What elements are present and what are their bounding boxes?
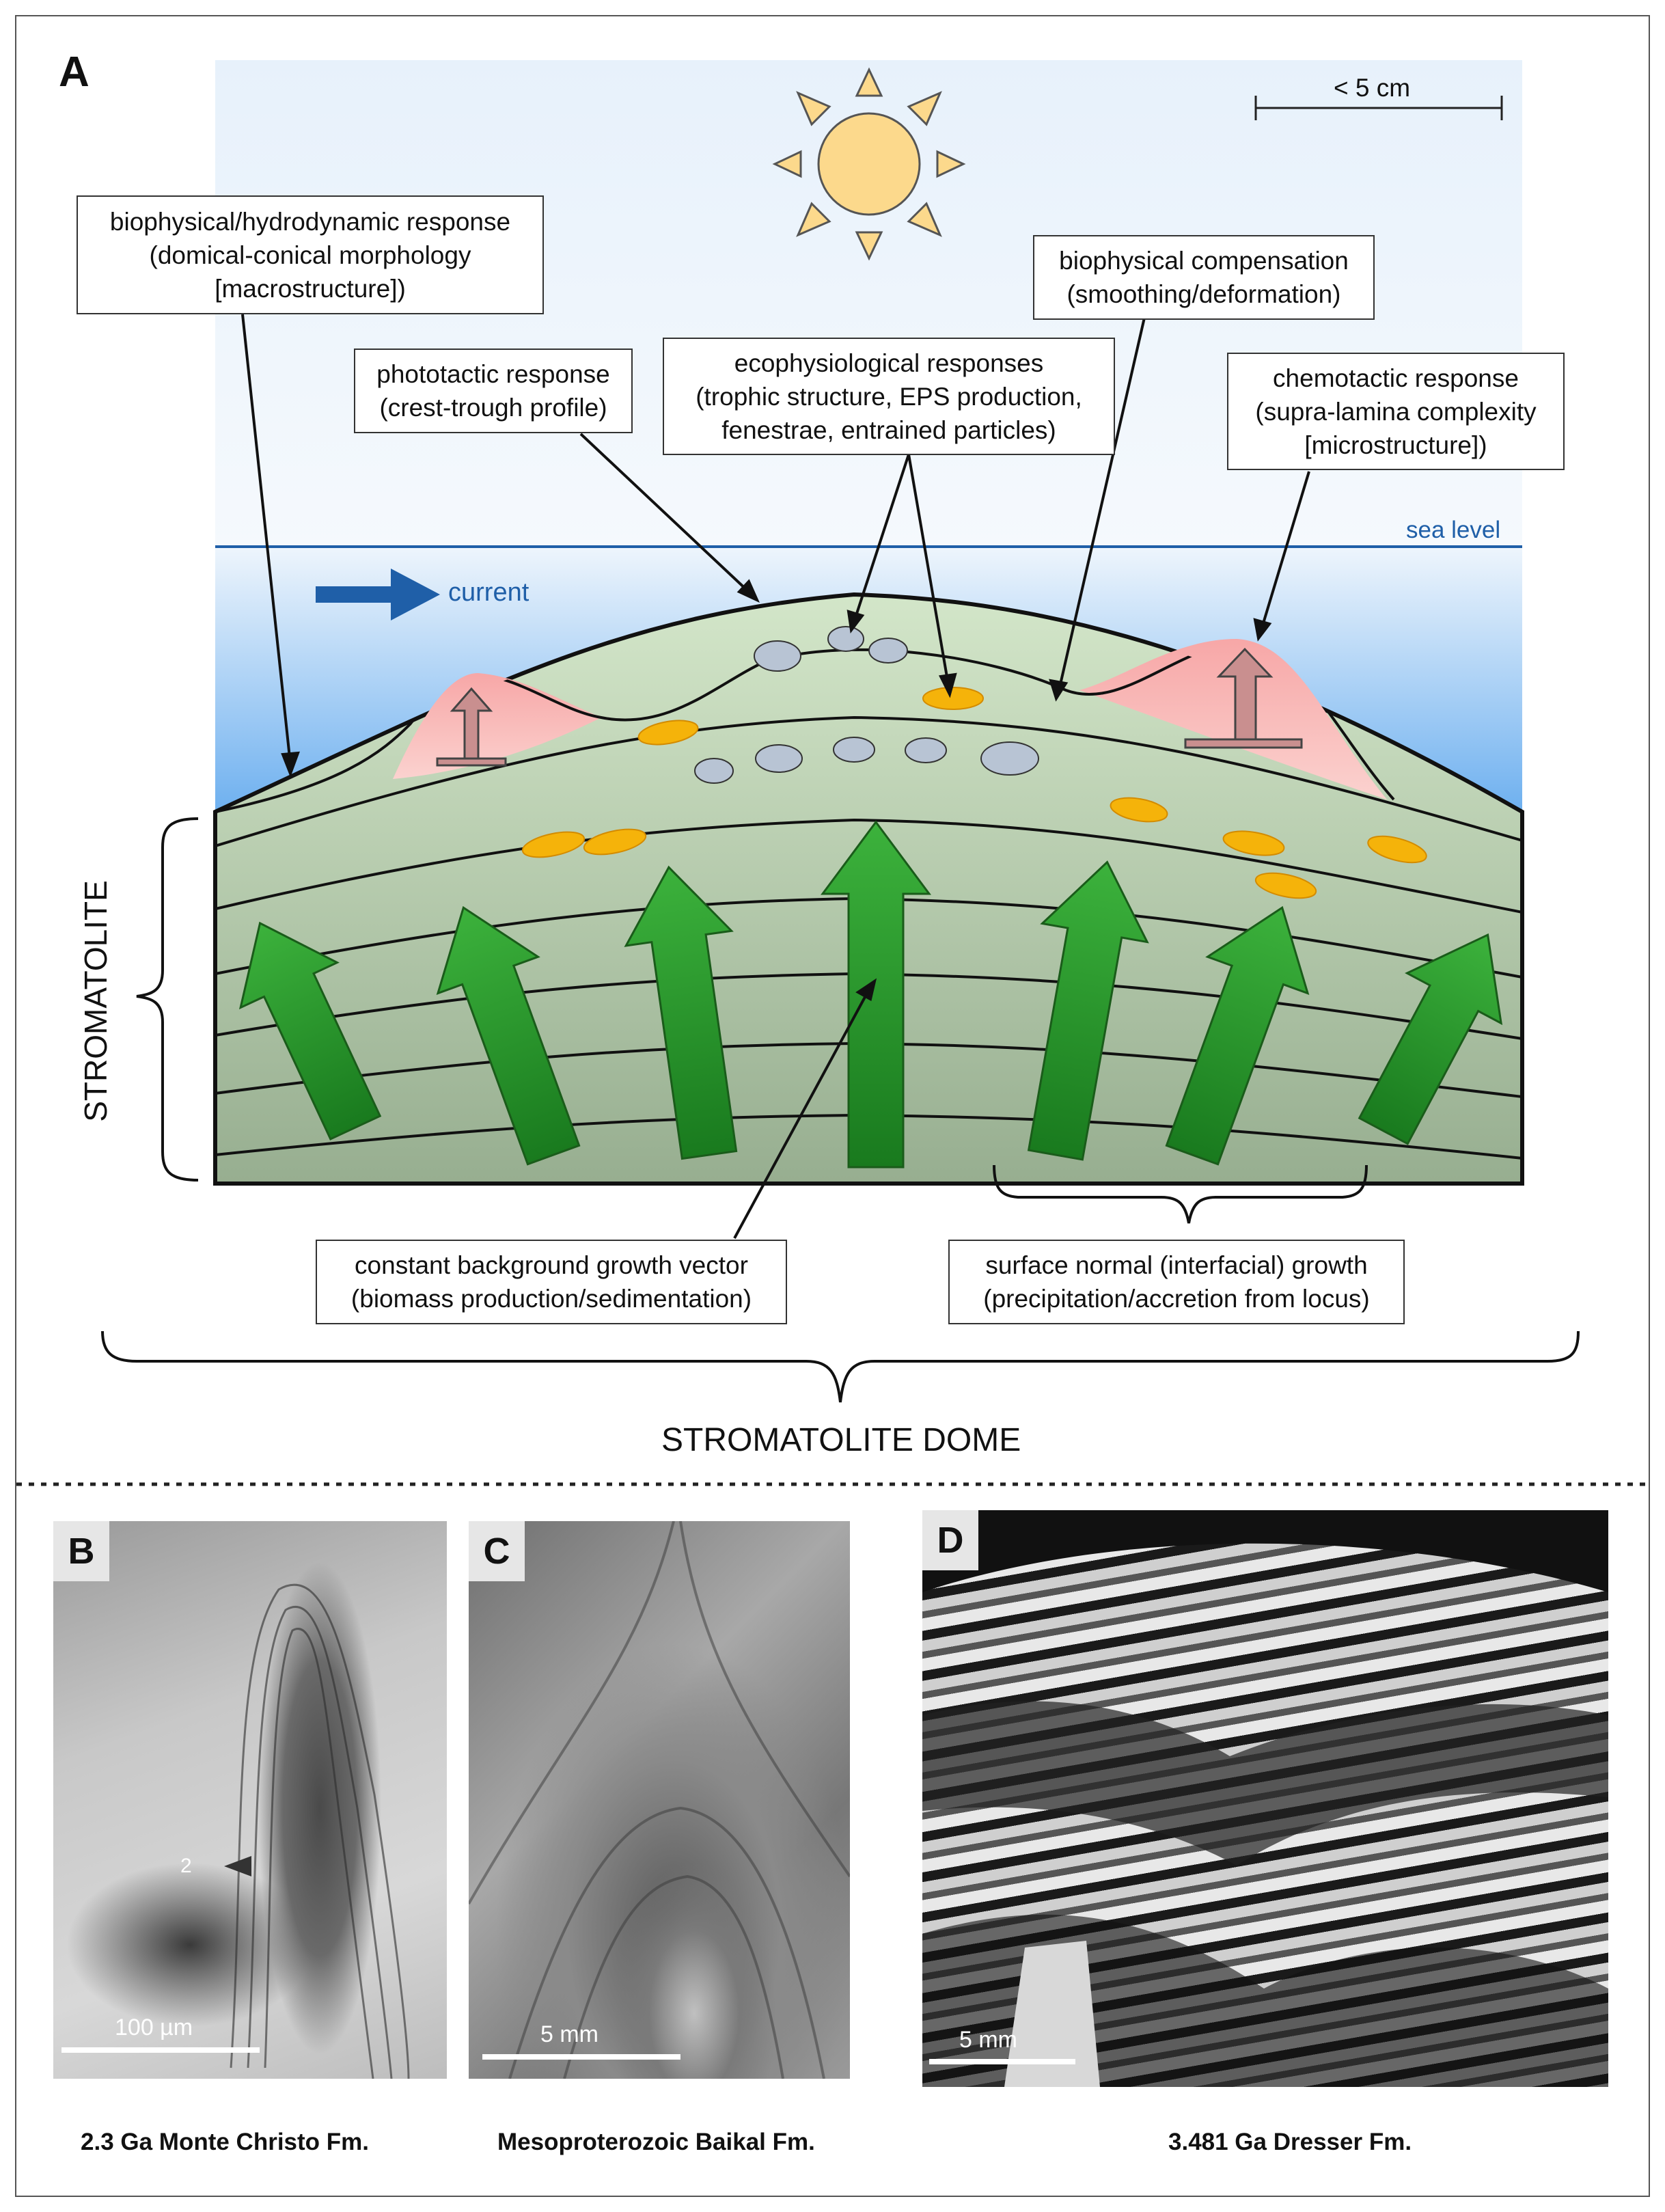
entrained-particles	[521, 687, 1427, 899]
growth-arrow-icon	[436, 905, 581, 1166]
growth-arrow-icon	[1358, 933, 1503, 1145]
scale-bar-d	[929, 2059, 1075, 2064]
photo-d-texture	[922, 1510, 1608, 2087]
growth-arrow-icon	[624, 865, 738, 1160]
photo-letter-d: D	[922, 1510, 978, 1570]
callout-phototactic: phototactic response (crest-trough profi…	[354, 349, 633, 433]
callout-chemotactic: chemotactic response (supra-lamina compl…	[1227, 353, 1565, 470]
mat-vector-left-icon	[436, 687, 507, 767]
current-arrow-icon	[316, 569, 440, 620]
dome-brace	[101, 1330, 1580, 1403]
photo-c: C 5 mm	[469, 1521, 850, 2079]
figure-frame	[15, 15, 1650, 2197]
photo-b: 2 B 100 µm	[53, 1521, 447, 2079]
surface-growth-brace	[993, 1164, 1368, 1224]
growth-arrow-icon	[1165, 905, 1310, 1166]
caption-d: 3.481 Ga Dresser Fm.	[1168, 2129, 1412, 2155]
microbial-mat-right	[1079, 639, 1387, 800]
stromatolite-brace	[136, 817, 199, 1182]
current-label: current	[448, 578, 529, 607]
growth-arrow-icon	[821, 820, 931, 1169]
growth-arrow-icon	[238, 921, 382, 1141]
panel-letter-a: A	[59, 49, 90, 96]
sun-icon	[772, 67, 966, 261]
growth-vectors	[238, 820, 1503, 1169]
growth-arrow-icon	[1027, 860, 1149, 1161]
callout-background-growth: constant background growth vector (bioma…	[316, 1240, 787, 1324]
photo-letter-b: B	[53, 1521, 109, 1581]
photo-b-texture: 2	[180, 1583, 410, 2079]
scale-label-c: 5 mm	[540, 2021, 598, 2047]
photo-d: D 5 mm	[922, 1510, 1608, 2087]
scale-label-d: 5 mm	[959, 2027, 1017, 2053]
photo-c-texture	[469, 1521, 850, 2079]
scale-bar-b	[61, 2047, 260, 2053]
sea-level-label: sea level	[1406, 517, 1501, 543]
pointer-lines	[241, 314, 1310, 1239]
callout-compensation: biophysical compensation (smoothing/defo…	[1033, 235, 1375, 320]
photo-letter-c: C	[469, 1521, 525, 1581]
caption-b: 2.3 Ga Monte Christo Fm.	[81, 2129, 369, 2155]
fenestrae	[694, 626, 1039, 784]
caption-c: Mesoproterozoic Baikal Fm.	[497, 2129, 815, 2155]
scale-bar	[1254, 96, 1503, 120]
callout-hydrodynamic: biophysical/hydrodynamic response (domic…	[77, 195, 544, 314]
dome-label: STROMATOLITE DOME	[661, 1422, 1021, 1458]
callout-surface-normal: surface normal (interfacial) growth (pre…	[948, 1240, 1405, 1324]
stromatolite-side-label: STROMATOLITE	[78, 880, 113, 1122]
photo-b-marker: 2	[180, 1855, 192, 1877]
callout-ecophysiological: ecophysiological responses (trophic stru…	[663, 338, 1115, 455]
scale-label-b: 100 µm	[115, 2015, 193, 2040]
scale-label: < 5 cm	[1334, 74, 1411, 102]
mat-vector-right-icon	[1184, 647, 1303, 749]
scale-bar-c	[482, 2054, 680, 2060]
